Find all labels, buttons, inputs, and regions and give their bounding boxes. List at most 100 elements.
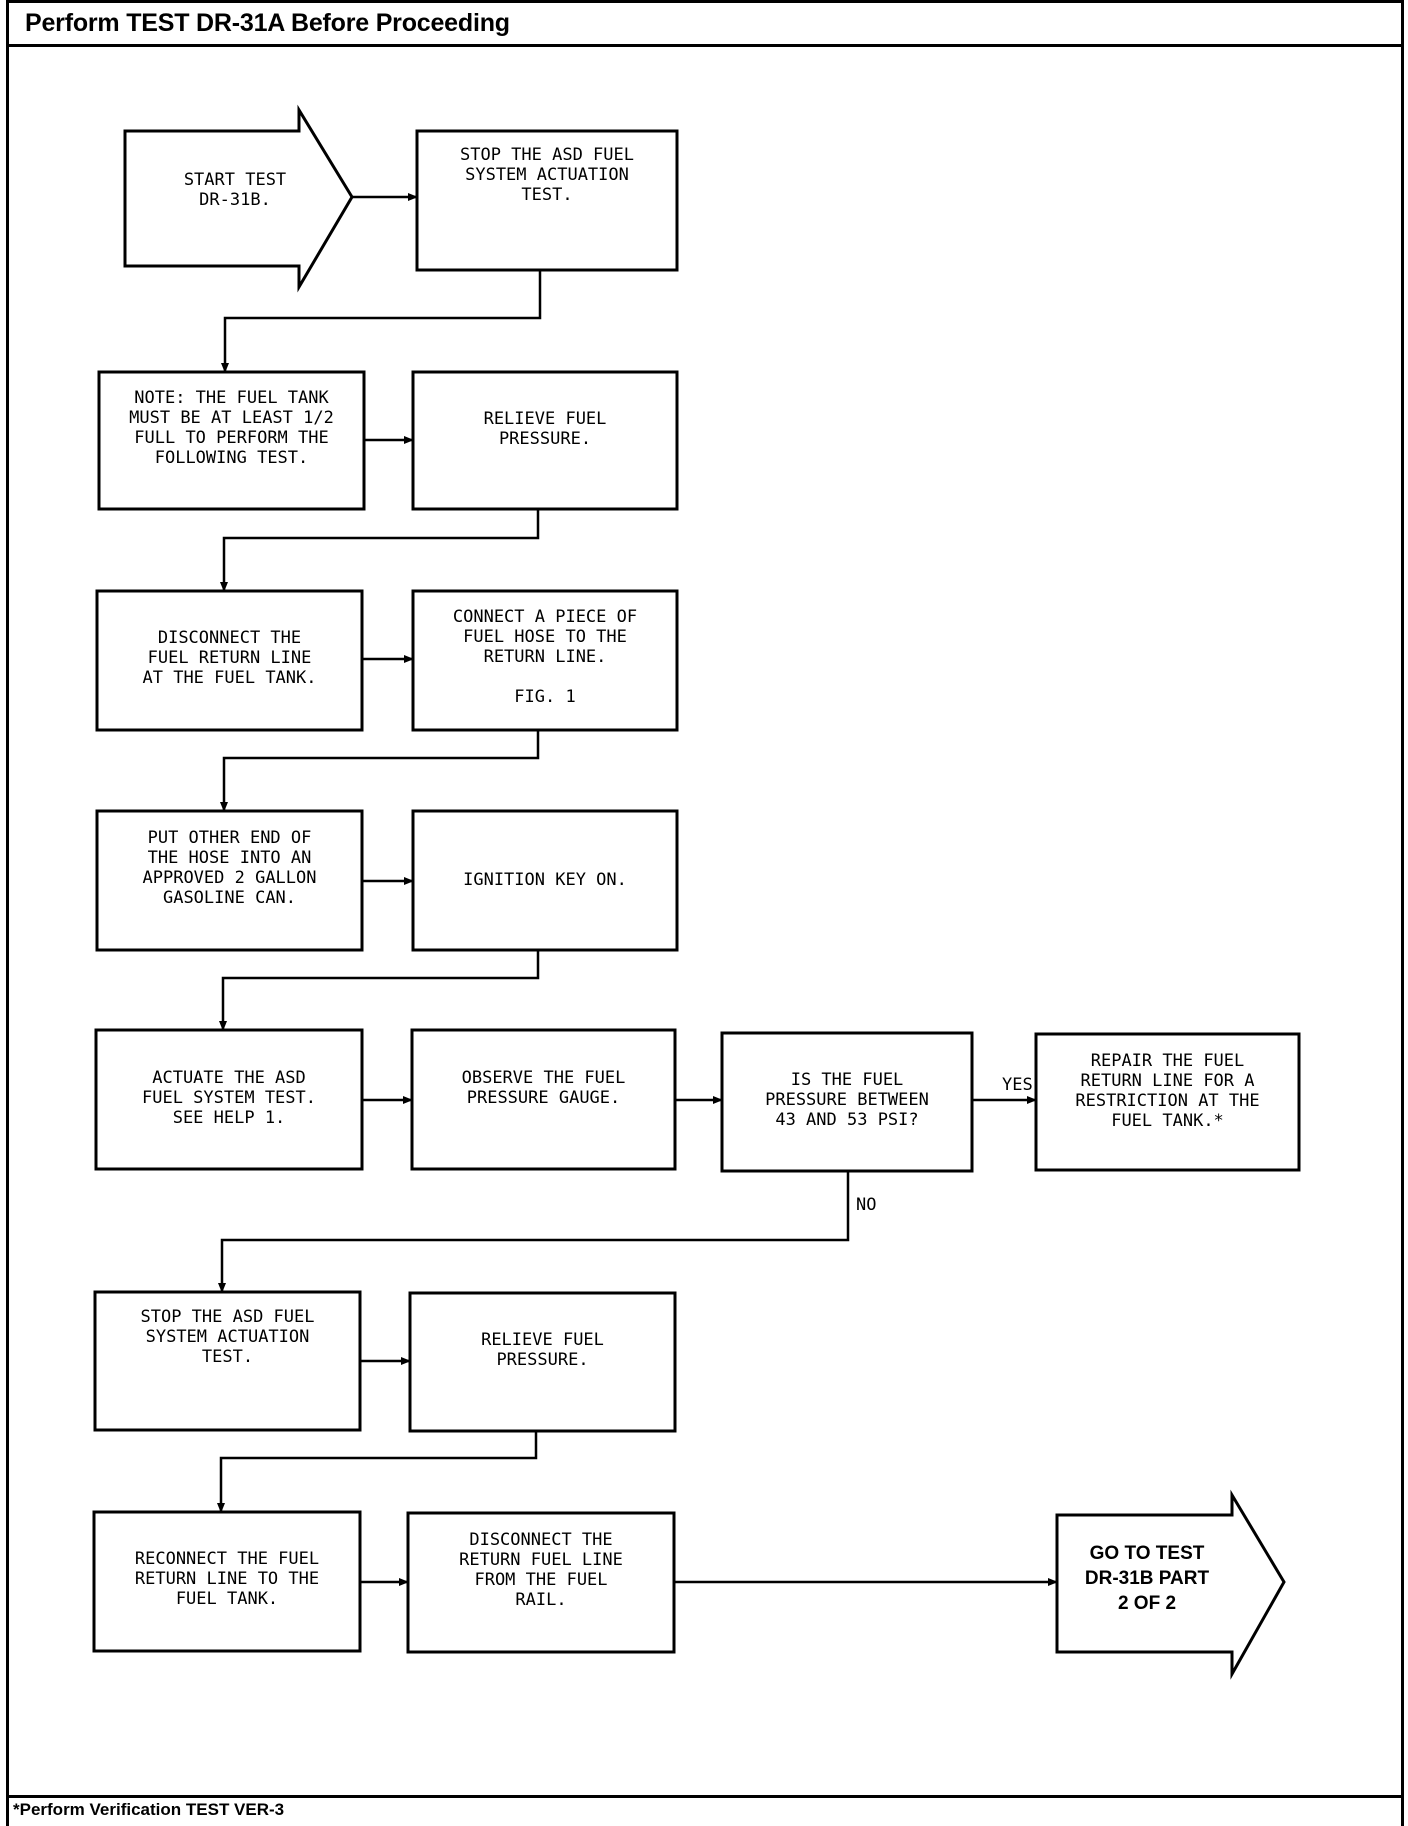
node-text-line: FUEL SYSTEM TEST. — [142, 1088, 316, 1108]
node-text-line: SEE HELP 1. — [173, 1108, 286, 1128]
terminal-arrow-outline — [1055, 1489, 1286, 1680]
node-text-line: PUT OTHER END OF — [148, 828, 312, 848]
no-branch-label: NO — [856, 1195, 876, 1215]
node-text-line: 2 OF 2 — [1118, 1593, 1176, 1614]
node-text-line: RETURN LINE TO THE — [135, 1569, 319, 1589]
node-text-line: FIG. 1 — [514, 687, 575, 707]
node-text-line: TEST. — [521, 185, 572, 205]
node-text-line: PRESSURE. — [499, 429, 591, 449]
node-text-line: RETURN FUEL LINE — [459, 1550, 623, 1570]
node-text-line: FUEL RETURN LINE — [148, 648, 312, 668]
connector-relieve-to-disconnect — [220, 509, 540, 592]
step-box-ignition-on: IGNITION KEY ON. — [411, 809, 679, 952]
step-box-outline — [411, 589, 679, 732]
connector-relieve-to-reconnect — [217, 1431, 538, 1513]
node-text-line: FUEL TANK.* — [1111, 1111, 1224, 1131]
node-text-line: RAIL. — [515, 1590, 566, 1610]
node-text-line: FOLLOWING TEST. — [155, 448, 309, 468]
node-text-line: DISCONNECT THE — [158, 628, 301, 648]
step-box-outline — [95, 809, 364, 952]
page-footer: *Perform Verification TEST VER-3 — [9, 1795, 1401, 1826]
node-text-line: AT THE FUEL TANK. — [143, 668, 317, 688]
step-box-outline — [95, 589, 364, 732]
node-text-line: FUEL TANK. — [176, 1589, 278, 1609]
node-text-line: PRESSURE GAUGE. — [467, 1088, 621, 1108]
node-text-line: IGNITION KEY ON. — [463, 870, 627, 890]
step-box-outline — [410, 1028, 677, 1171]
node-text-line: NOTE: THE FUEL TANK — [134, 388, 329, 408]
node-text-line: PRESSURE BETWEEN — [765, 1090, 929, 1110]
footer-note: *Perform Verification TEST VER-3 — [13, 1800, 285, 1819]
node-text-line: DR-31B PART — [1085, 1568, 1210, 1589]
node-text-line: RELIEVE FUEL — [481, 1330, 604, 1350]
node-text-line: IS THE FUEL — [791, 1070, 904, 1090]
node-text-line: SYSTEM ACTUATION — [465, 165, 629, 185]
goto-part-2-arrow: GO TO TEST DR-31B PART 2 OF 2 — [1055, 1489, 1286, 1680]
node-text-line: RETURN LINE FOR A — [1081, 1071, 1255, 1091]
node-text-line: OBSERVE THE FUEL — [462, 1068, 626, 1088]
node-text-line: FROM THE FUEL — [474, 1570, 607, 1590]
step-box-outline — [415, 129, 679, 272]
node-text-line: APPROVED 2 GALLON — [143, 868, 317, 888]
connector-hose-to-can — [220, 730, 540, 812]
node-text-line: THE HOSE INTO AN — [148, 848, 312, 868]
page-frame — [6, 0, 1404, 1826]
node-text-line: PRESSURE. — [496, 1350, 588, 1370]
node-text-line: START TEST — [184, 170, 286, 190]
step-box-outline — [406, 1511, 676, 1654]
node-text-line: SYSTEM ACTUATION — [146, 1327, 310, 1347]
connector-ignition-to-actuate — [219, 950, 540, 1031]
node-text-line: RETURN LINE. — [484, 647, 607, 667]
step-box-outline — [97, 370, 366, 511]
node-text-line: FULL TO PERFORM THE — [134, 428, 328, 448]
step-box-outline — [720, 1031, 974, 1173]
step-box-outline — [94, 1028, 364, 1171]
page-title: Perform TEST DR-31A Before Proceeding — [25, 9, 510, 37]
node-text-line: RELIEVE FUEL — [484, 409, 607, 429]
yes-branch-label: YES — [1002, 1075, 1033, 1095]
node-text-line: CONNECT A PIECE OF — [453, 607, 637, 627]
step-box-outline — [408, 1291, 677, 1433]
step-box-outline — [93, 1290, 362, 1432]
node-text-line: MUST BE AT LEAST 1/2 — [129, 408, 334, 428]
node-text-line: FUEL HOSE TO THE — [463, 627, 627, 647]
node-text-line: 43 AND 53 PSI? — [775, 1110, 918, 1130]
node-text-line: STOP THE ASD FUEL — [460, 145, 634, 165]
node-text-line: RECONNECT THE FUEL — [135, 1549, 319, 1569]
node-text-line: TEST. — [202, 1347, 253, 1367]
node-text-line: DR-31B. — [199, 190, 271, 210]
page-header: Perform TEST DR-31A Before Proceeding — [9, 3, 1401, 47]
node-text-line: STOP THE ASD FUEL — [141, 1307, 315, 1327]
step-box-outline — [411, 370, 679, 511]
connectors — [217, 193, 1058, 1586]
node-text-line: DISCONNECT THE — [469, 1530, 612, 1550]
node-text-line: GO TO TEST — [1090, 1543, 1205, 1564]
step-box-outline — [92, 1510, 362, 1653]
connector-no-to-stop — [218, 1171, 850, 1293]
terminal-arrow-outline — [123, 104, 354, 293]
node-text-line: ACTUATE THE ASD — [152, 1068, 306, 1088]
step-box-outline — [411, 809, 679, 952]
node-text-line: GASOLINE CAN. — [163, 888, 296, 908]
node-text-line: REPAIR THE FUEL — [1091, 1051, 1245, 1071]
node-text-line: RESTRICTION AT THE — [1075, 1091, 1259, 1111]
connector-stop-to-note — [221, 270, 542, 373]
step-box-outline — [1034, 1032, 1301, 1172]
